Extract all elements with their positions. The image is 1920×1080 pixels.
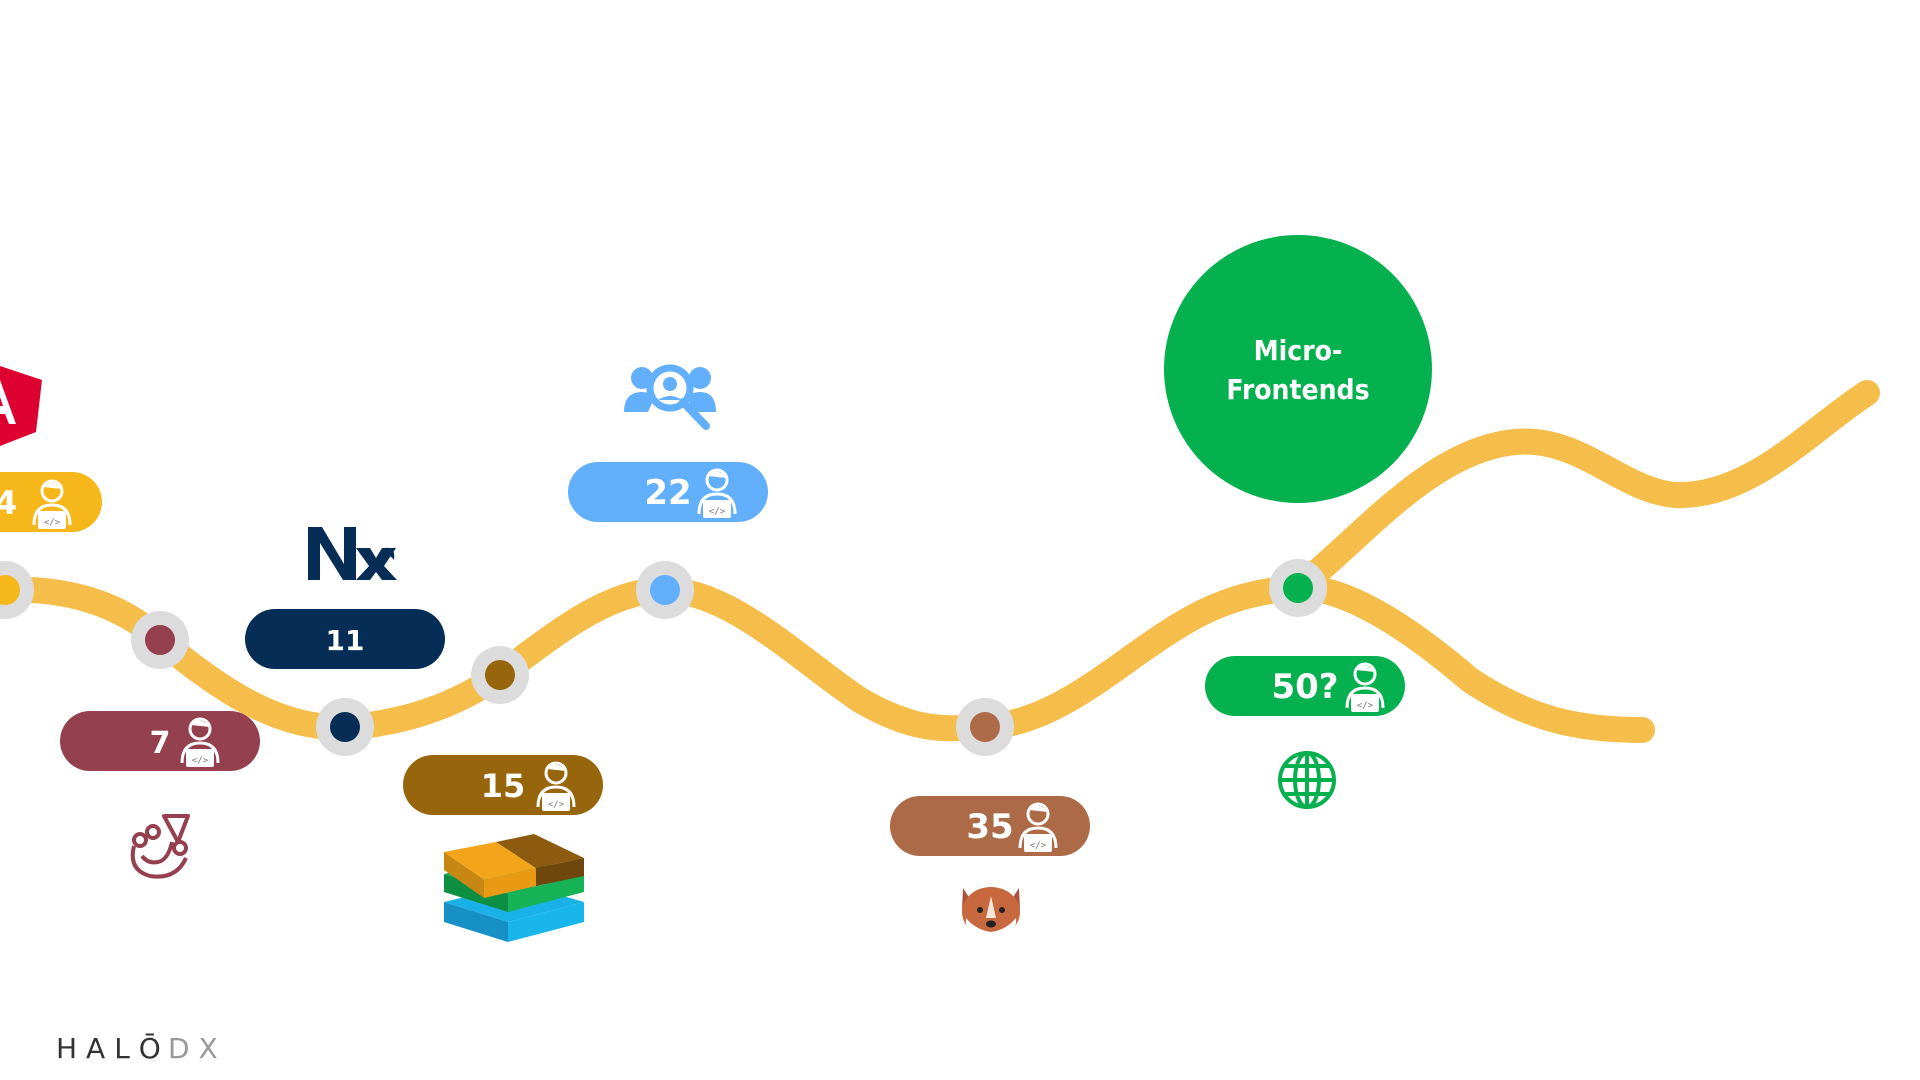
timeline-node (316, 698, 374, 756)
logo-suffix: DX (168, 1032, 227, 1065)
stacked-layers-icon (444, 834, 584, 942)
timeline-node (956, 698, 1014, 756)
pill-label: 4 (0, 484, 17, 522)
people-search-icon (624, 364, 716, 430)
highlight-line-1: Micro- (1254, 334, 1343, 367)
pill-label: 11 (326, 624, 365, 657)
timeline-node (0, 561, 34, 619)
timeline-node (471, 646, 529, 704)
pill-akita: 35 (890, 796, 1090, 856)
halodx-logo: HALŌ DX (56, 1031, 227, 1065)
timeline-node (636, 561, 694, 619)
timeline-path (0, 574, 1655, 743)
pill-label: 35 (966, 807, 1013, 847)
nx-logo-icon (308, 527, 397, 580)
pill-label: 22 (644, 473, 691, 513)
jest-logo-icon (130, 814, 190, 879)
pill-jest: 7 (60, 711, 260, 771)
timeline-node (131, 611, 189, 669)
timeline-branch (1285, 380, 1880, 601)
pill-label: 50? (1271, 667, 1338, 707)
akita-dog-icon (962, 887, 1020, 938)
pill-label: 7 (150, 726, 171, 761)
highlight-circle: Micro- Frontends (1164, 235, 1432, 503)
pill-angular: 4 (0, 472, 102, 532)
pill-layers: 15 (403, 755, 603, 815)
angular-logo-icon (0, 366, 42, 446)
highlight-line-2: Frontends (1226, 373, 1369, 406)
logo-main: HALŌ (56, 1031, 170, 1065)
timeline-node (1269, 559, 1327, 617)
globe-icon (1278, 751, 1336, 809)
pill-label: 15 (481, 767, 526, 805)
pill-web: 50? (1205, 656, 1405, 716)
pill-research: 22 (568, 462, 768, 522)
pill-nx: 11 (245, 609, 445, 669)
